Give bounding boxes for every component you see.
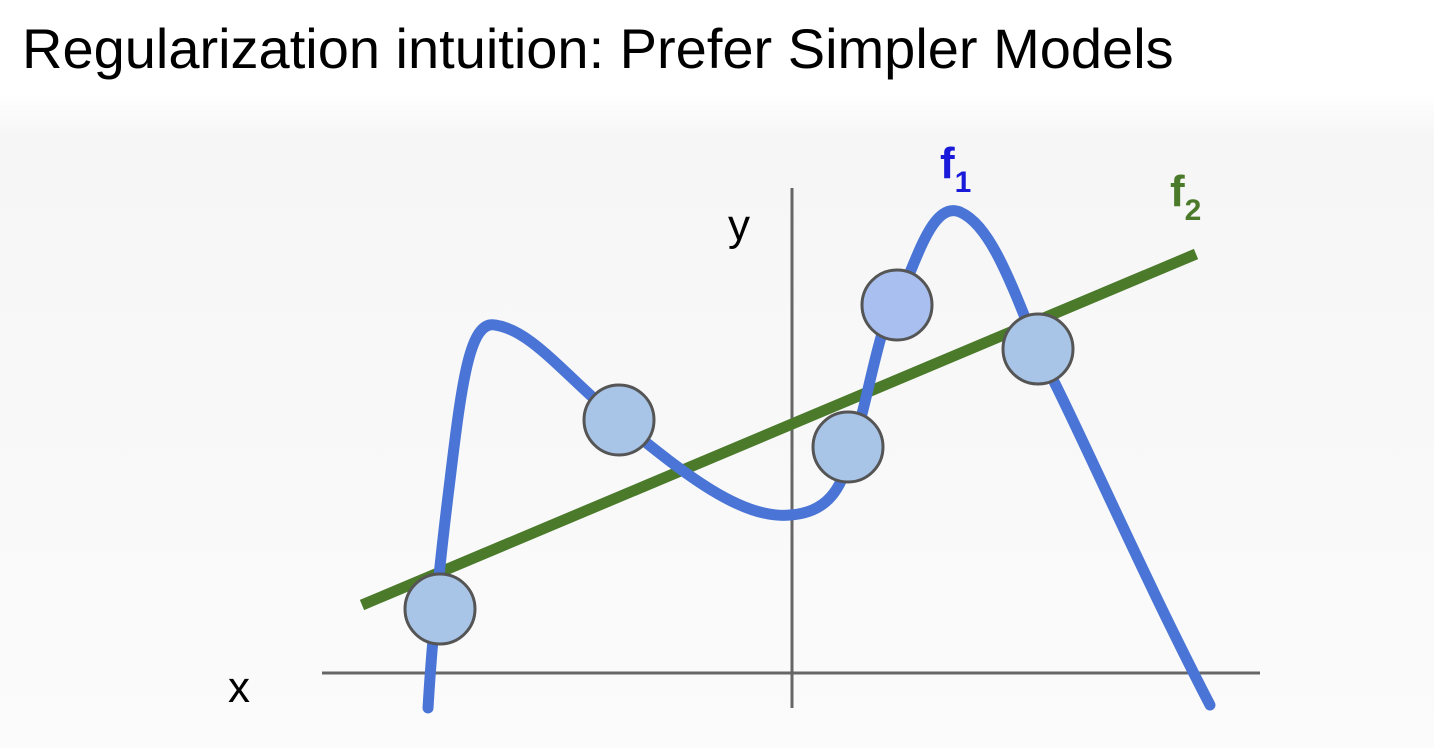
f2-line bbox=[359, 248, 1199, 611]
f1-label-name: f bbox=[940, 139, 955, 188]
f2-label: f2 bbox=[1170, 167, 1201, 227]
data-point bbox=[1001, 312, 1075, 386]
data-point bbox=[582, 383, 656, 457]
f2-label-subscript: 2 bbox=[1185, 194, 1202, 227]
slide-title: Regularization intuition: Prefer Simpler… bbox=[22, 17, 1174, 80]
data-point bbox=[403, 572, 477, 646]
f1-label-subscript: 1 bbox=[955, 166, 972, 199]
data-points bbox=[403, 268, 1075, 646]
f2-label-name: f bbox=[1170, 167, 1185, 216]
y-axis-label: y bbox=[728, 201, 750, 250]
x-axis-label: x bbox=[228, 663, 250, 712]
data-point bbox=[811, 410, 885, 484]
f1-label: f1 bbox=[940, 139, 971, 199]
data-point bbox=[860, 268, 934, 342]
